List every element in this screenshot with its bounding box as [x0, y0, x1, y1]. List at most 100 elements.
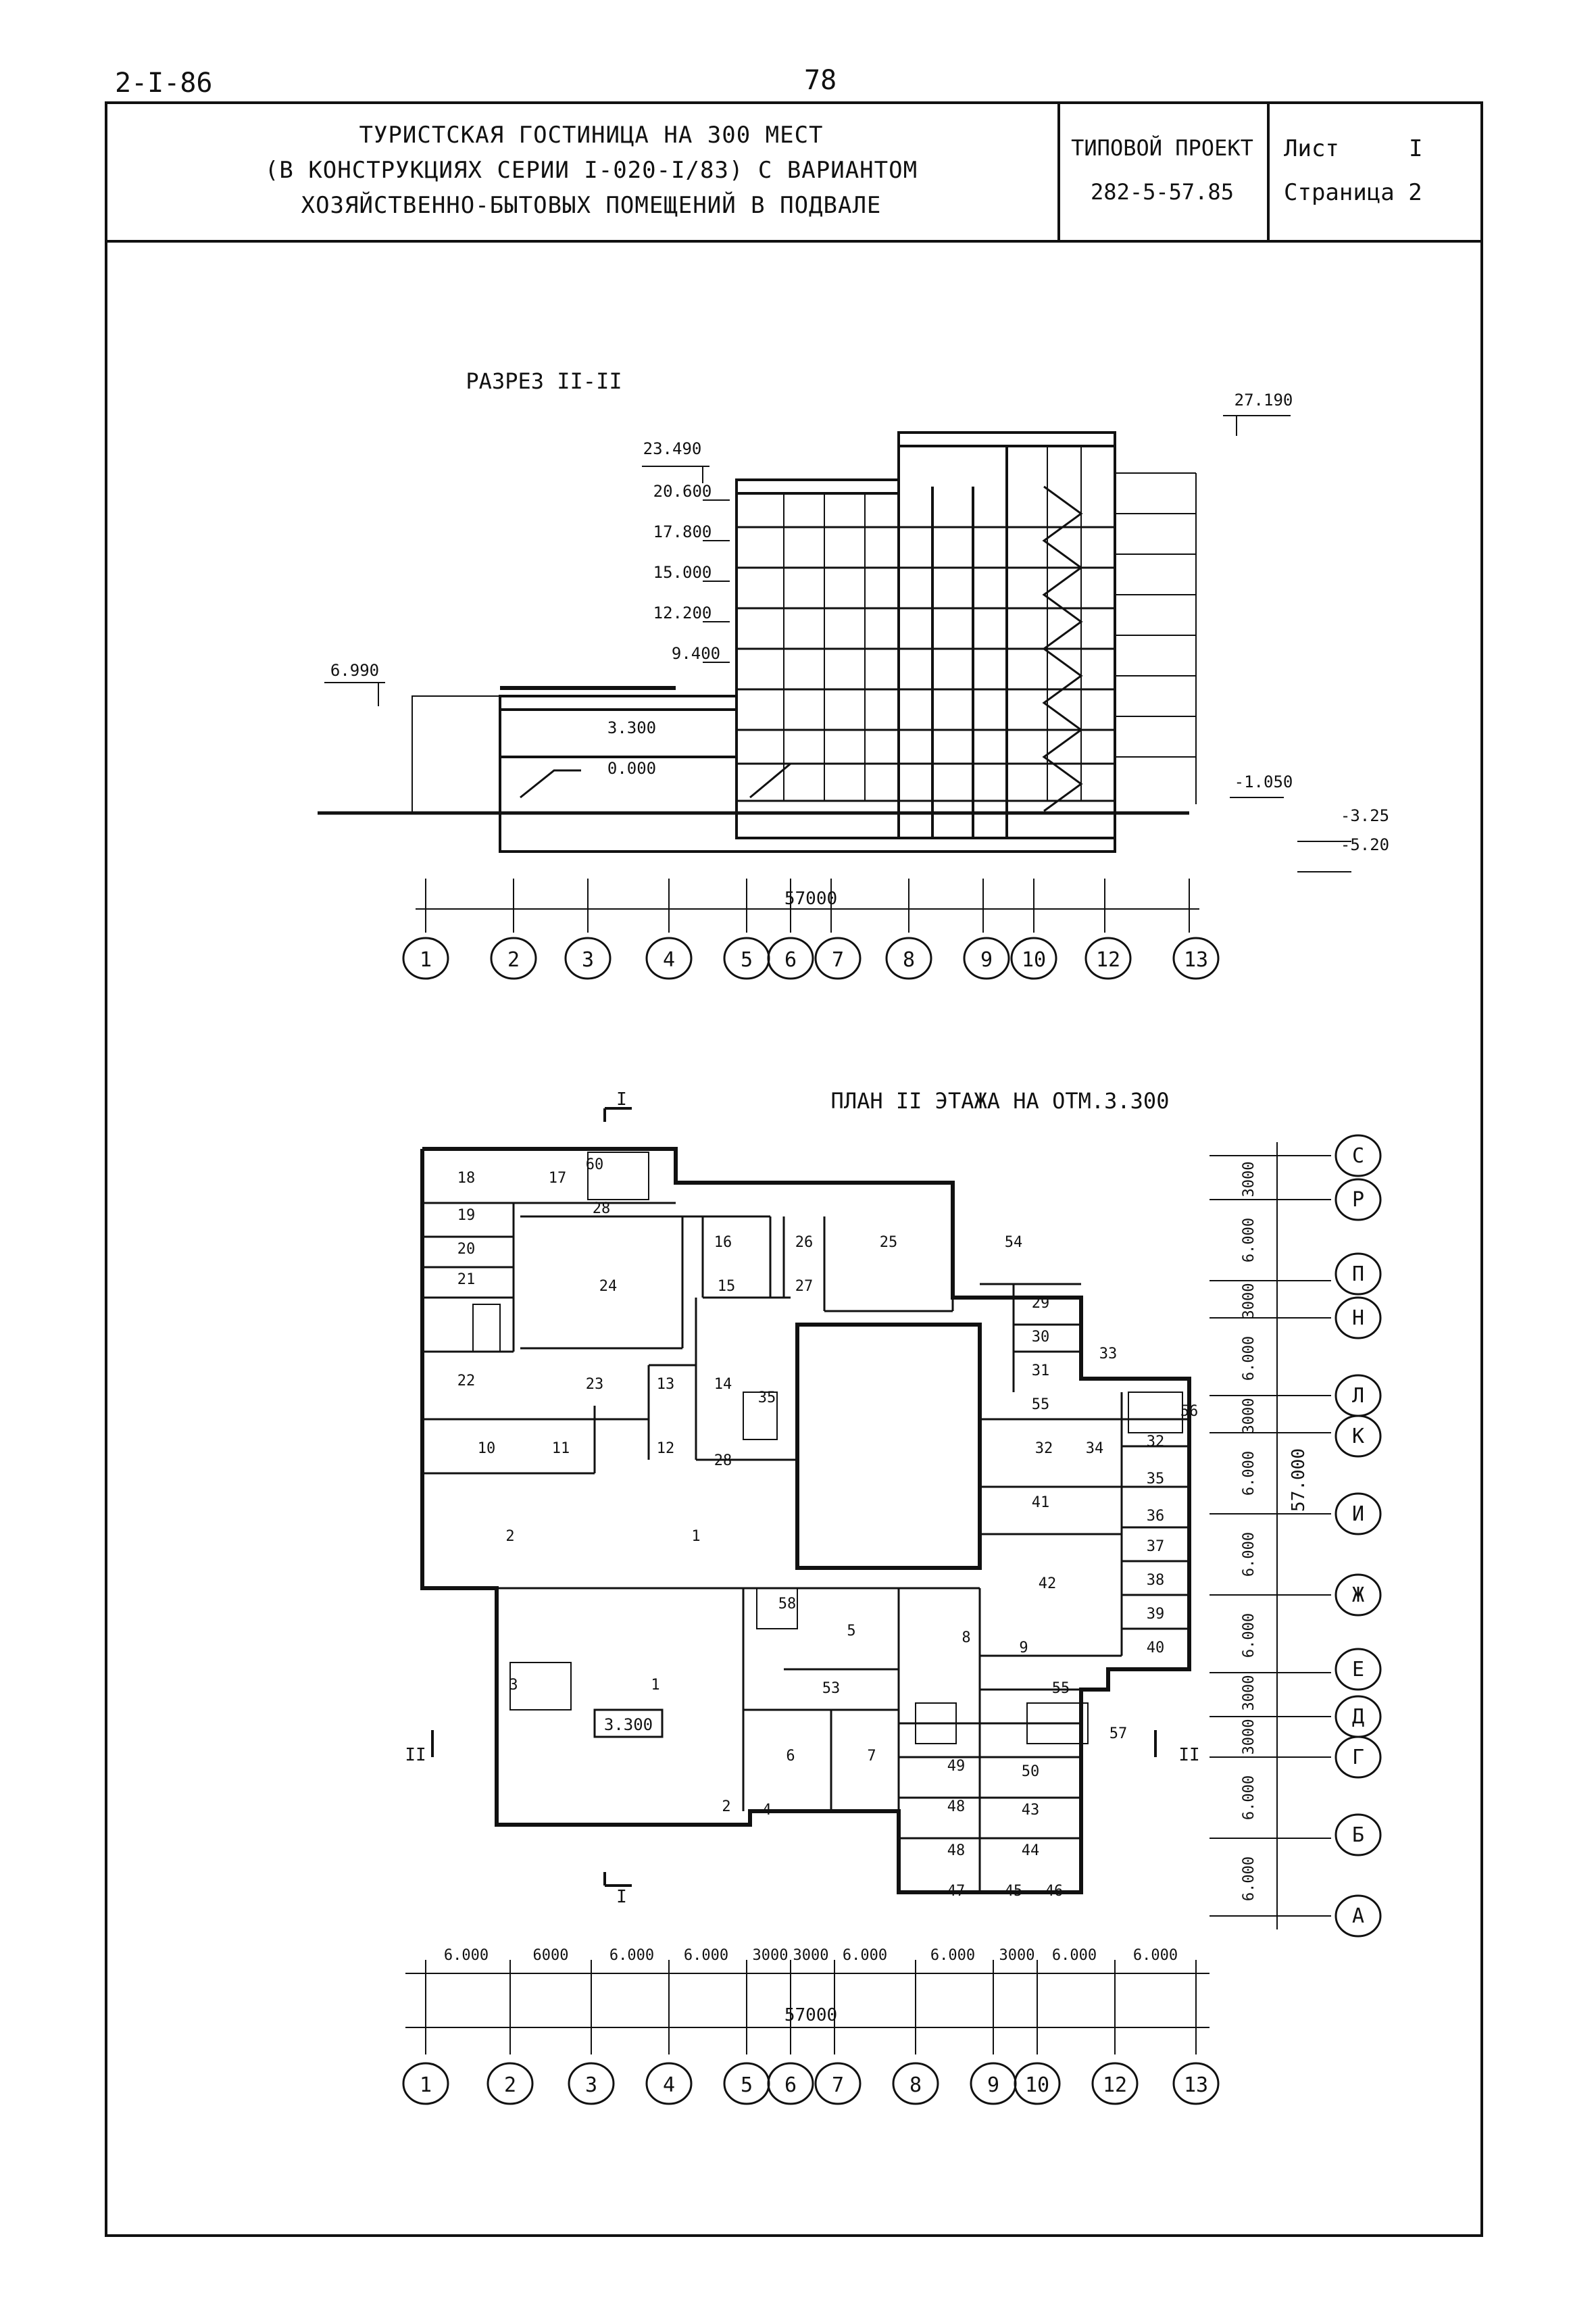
elevation-label: 17.800 [653, 522, 712, 541]
room-label: 25 [880, 1234, 898, 1251]
room-label: 38 [1147, 1572, 1165, 1589]
room-label: 34 [1086, 1440, 1104, 1457]
room-label: 12 [657, 1440, 675, 1457]
room-label: 55 [1032, 1396, 1050, 1413]
row-dimension: 3000 [1241, 1675, 1257, 1711]
column-dimension: 3000 [753, 1947, 789, 1964]
room-label: 45 [1005, 1883, 1023, 1900]
page-label: Страница 2 [1284, 179, 1422, 206]
page-number: 78 [804, 65, 837, 96]
row-dimension: 3000 [1241, 1283, 1257, 1319]
room-label: 54 [1005, 1234, 1023, 1251]
row-dimension: 6.000 [1241, 1336, 1257, 1381]
room-label: 41 [1032, 1494, 1050, 1511]
axis-label: 12 [1096, 948, 1120, 972]
room-label: 56 [1180, 1403, 1199, 1420]
elevation-label: 12.200 [653, 604, 712, 622]
row-axis-label: Е [1352, 1658, 1364, 1681]
column-dimension: 6.000 [609, 1947, 654, 1964]
axis-label: 2 [507, 948, 520, 972]
room-label: 22 [457, 1373, 476, 1389]
axis-label: 8 [903, 948, 915, 972]
room-label: 33 [1099, 1346, 1118, 1362]
project-label: ТИПОВОЙ ПРОЕКТ [1071, 135, 1253, 161]
axis-label: 10 [1022, 948, 1046, 972]
axis-label: 6 [784, 948, 797, 972]
axis-label: 4 [663, 948, 675, 972]
section-drawing [318, 415, 1351, 933]
room-label: 31 [1032, 1362, 1050, 1379]
column-dimension: 6000 [533, 1947, 569, 1964]
column-dimension: 3000 [793, 1947, 829, 1964]
row-axis-label: Р [1352, 1188, 1364, 1212]
room-label: 49 [947, 1758, 966, 1775]
room-label: 21 [457, 1271, 476, 1288]
sheet-value: I [1409, 135, 1423, 162]
row-axis-label: К [1352, 1425, 1364, 1448]
column-dimension: 3000 [999, 1947, 1035, 1964]
room-label: 1 [651, 1677, 659, 1694]
title-block-divider [105, 240, 1483, 243]
axis-label: 3 [582, 948, 594, 972]
room-label: 23 [586, 1376, 604, 1393]
plan-level-mark: 3.300 [604, 1715, 653, 1734]
row-axis-label: Б [1352, 1823, 1364, 1847]
axis-label: 10 [1025, 2073, 1049, 2097]
axis-label: 2 [504, 2073, 516, 2097]
elevation-label: 20.600 [653, 482, 712, 501]
room-label: 44 [1022, 1842, 1040, 1859]
room-label: 8 [962, 1629, 970, 1646]
title-line-1: ТУРИСТСКАЯ ГОСТИНИЦА НА 300 МЕСТ [359, 122, 824, 149]
row-axis-label: Л [1352, 1384, 1364, 1408]
room-label: 30 [1032, 1329, 1050, 1346]
axis-label: 5 [741, 2073, 753, 2097]
room-label: 3 [509, 1677, 518, 1694]
room-label: 57 [1109, 1725, 1128, 1742]
elevation-label: 0.000 [607, 759, 656, 778]
row-dimension: 3000 [1241, 1162, 1257, 1198]
room-label: 5 [847, 1623, 855, 1640]
row-axis-label: П [1352, 1262, 1364, 1286]
row-axis-label: Н [1352, 1306, 1364, 1330]
room-label: 13 [657, 1376, 675, 1393]
row-dimension: 3000 [1241, 1719, 1257, 1755]
row-axis-label: Ж [1352, 1583, 1364, 1607]
title-line-2: (В КОНСТРУКЦИЯХ СЕРИИ I-020-I/83) С ВАРИ… [264, 157, 918, 184]
room-label: 6 [786, 1748, 795, 1765]
room-label: 28 [593, 1200, 611, 1217]
elevation-label: 27.190 [1235, 391, 1293, 410]
room-label: 2 [505, 1528, 514, 1545]
row-dimension: 6.000 [1241, 1613, 1257, 1658]
cut-marker: I [616, 1887, 627, 1907]
cut-marker: I [616, 1089, 627, 1110]
column-dimension: 6.000 [444, 1947, 489, 1964]
axis-label: 12 [1103, 2073, 1127, 2097]
axis-label: 1 [420, 2073, 432, 2097]
elevation-label: -1.050 [1235, 772, 1293, 791]
room-label: 2 [722, 1798, 730, 1815]
room-label: 48 [947, 1842, 966, 1859]
column-overall-dimension: 57000 [784, 2005, 837, 2025]
room-label: 50 [1022, 1763, 1040, 1780]
room-label: 7 [867, 1748, 876, 1765]
row-axis-label: Г [1352, 1746, 1364, 1769]
cut-marker: II [1178, 1745, 1199, 1765]
row-dimension: 6.000 [1241, 1775, 1257, 1820]
room-label: 43 [1022, 1802, 1040, 1819]
column-dimension: 6.000 [1133, 1947, 1178, 1964]
axis-label: 13 [1184, 2073, 1208, 2097]
room-label: 20 [457, 1241, 476, 1258]
row-axis-label: Д [1352, 1705, 1364, 1729]
room-label: 39 [1147, 1606, 1165, 1623]
room-label: 58 [778, 1596, 797, 1613]
row-dimension: 6.000 [1241, 1451, 1257, 1496]
room-label: 47 [947, 1883, 966, 1900]
cut-marker: II [405, 1745, 426, 1765]
row-overall-dimension: 57.000 [1289, 1448, 1309, 1512]
row-axis-label: С [1352, 1144, 1364, 1168]
axis-label: 1 [420, 948, 432, 972]
room-label: 17 [549, 1170, 567, 1187]
room-label: 35 [758, 1389, 776, 1406]
room-label: 26 [795, 1234, 814, 1251]
column-dimension: 6.000 [684, 1947, 728, 1964]
